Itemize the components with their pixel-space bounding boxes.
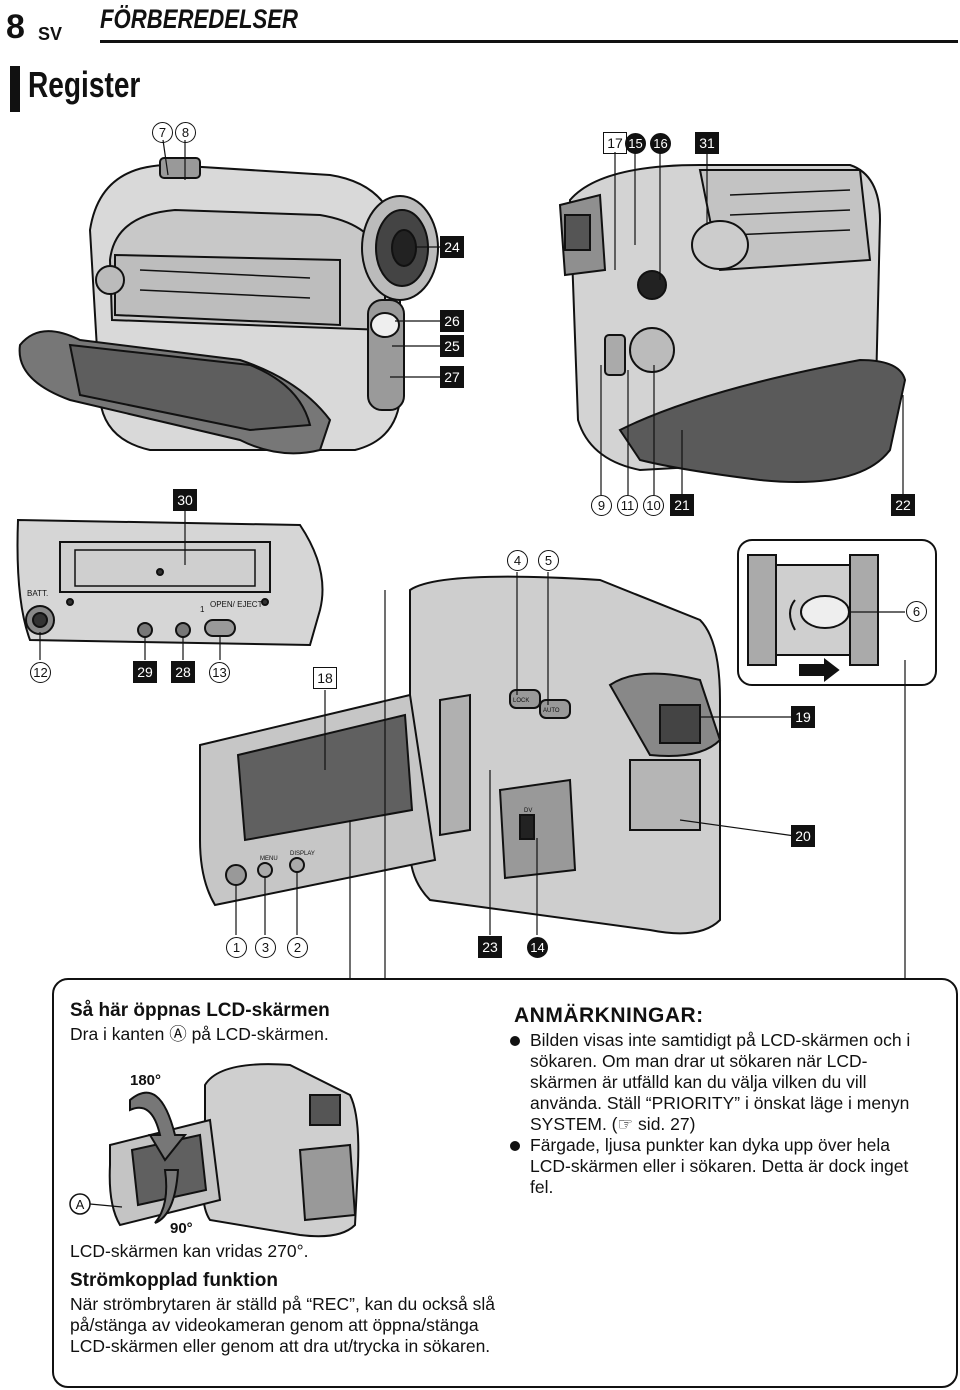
callout-9: 9 — [591, 495, 612, 516]
lcd-rotation-illustration: 180° 90° A — [69, 1063, 360, 1238]
power-link-title: Strömkopplad funktion — [70, 1270, 278, 1291]
callout-22: 22 — [891, 494, 915, 516]
notes-title: ANMÄRKNINGAR: — [514, 1004, 704, 1027]
info-box — [52, 978, 958, 1388]
viewfinder-detail — [737, 539, 937, 686]
lcd-open-instruction: Dra i kanten Ⓐ på LCD-skärmen. — [70, 1024, 329, 1044]
callout-26: 26 — [440, 310, 464, 332]
note-item: Färgade, ljusa punkter kan dyka upp över… — [508, 1135, 928, 1198]
callout-12: 12 — [30, 662, 51, 683]
callout-2: 2 — [287, 937, 308, 958]
camera-rear-view — [558, 164, 907, 483]
one-label: 1 — [200, 605, 205, 614]
callout-3: 3 — [255, 937, 276, 958]
page-number: 8 — [6, 8, 25, 46]
callout-31: 31 — [695, 132, 719, 154]
callout-27: 27 — [440, 366, 464, 388]
camcorder-illustrations: BATT. OPEN/ EJECT 1 MENU DISPLAY LOCK AU… — [16, 139, 937, 978]
angle-180-label: 180° — [130, 1072, 161, 1089]
open-eject-label: OPEN/ EJECT — [210, 600, 263, 609]
camera-front-view — [18, 157, 439, 455]
page-title: Register — [28, 64, 141, 105]
marker-a-label: A — [76, 1197, 85, 1212]
callout-20: 20 — [791, 825, 815, 847]
callout-1: 1 — [226, 937, 247, 958]
callout-28: 28 — [171, 661, 195, 683]
title-bar — [10, 66, 20, 112]
callout-4: 4 — [507, 550, 528, 571]
callout-13: 13 — [209, 662, 230, 683]
header-rule — [100, 40, 958, 43]
angle-90-label: 90° — [170, 1220, 193, 1237]
callout-18: 18 — [313, 667, 337, 689]
callout-14: 14 — [527, 937, 548, 958]
callout-17: 17 — [603, 132, 627, 154]
callout-23: 23 — [478, 936, 502, 958]
section-title: FÖRBEREDELSER — [100, 4, 299, 34]
leader-lines — [39, 139, 906, 978]
display-label: DISPLAY — [290, 851, 315, 857]
callout-15: 15 — [625, 133, 646, 154]
callout-11: 11 — [617, 495, 638, 516]
lock-label: LOCK — [513, 698, 529, 704]
notes-list: Bilden visas inte samtidigt på LCD-skärm… — [508, 1030, 928, 1198]
auto-label: AUTO — [543, 708, 560, 714]
callout-21: 21 — [670, 494, 694, 516]
callout-5: 5 — [538, 550, 559, 571]
callout-30: 30 — [173, 489, 197, 511]
camera-bottom-view — [16, 518, 324, 647]
callout-8: 8 — [175, 122, 196, 143]
lcd-rotate-note: LCD-skärmen kan vridas 270°. — [70, 1241, 309, 1261]
note-item: Bilden visas inte samtidigt på LCD-skärm… — [508, 1030, 928, 1135]
callout-25: 25 — [440, 335, 464, 357]
callout-6: 6 — [906, 601, 927, 622]
callout-10: 10 — [643, 495, 664, 516]
lcd-open-title: Så här öppnas LCD-skärmen — [70, 1000, 330, 1021]
callout-16: 16 — [650, 133, 671, 154]
callout-19: 19 — [791, 706, 815, 728]
callout-29: 29 — [133, 661, 157, 683]
page-language: SV — [38, 24, 63, 44]
menu-label: MENU — [260, 856, 278, 862]
batt-label: BATT. — [27, 589, 48, 598]
power-link-body: När strömbrytaren är ställd på “REC”, ka… — [70, 1294, 496, 1356]
callout-24: 24 — [440, 236, 464, 258]
dv-label: DV — [524, 808, 532, 814]
camera-open-lcd — [199, 575, 722, 935]
callout-7: 7 — [152, 122, 173, 143]
